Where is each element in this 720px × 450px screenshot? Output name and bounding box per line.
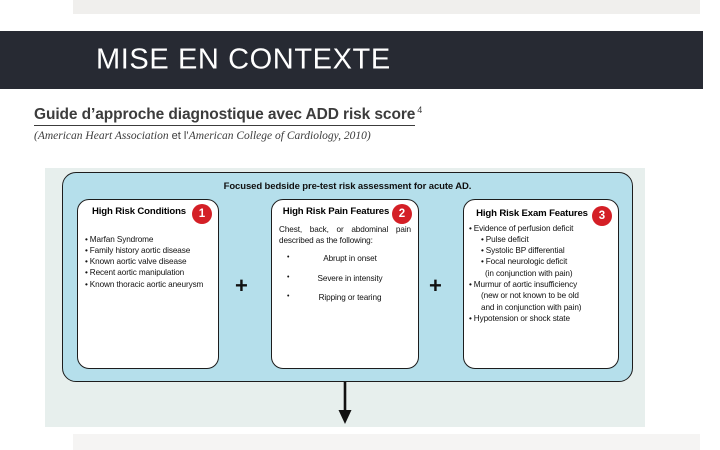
down-arrow-icon (338, 382, 352, 424)
figure-cards-row: 1 High Risk Conditions Marfan Syndrome F… (63, 199, 632, 377)
list-item: Pulse deficit (469, 234, 613, 245)
heading-footnote-marker: 4 (417, 105, 423, 115)
list-item-note: (new or not known to be old (481, 291, 579, 301)
figure-container: Focused bedside pre-test risk assessment… (45, 168, 645, 427)
card-high-risk-conditions: 1 High Risk Conditions Marfan Syndrome F… (77, 199, 219, 369)
section-heading: Guide d’approche diagnostique avec ADD r… (34, 105, 423, 127)
card-body-3: Evidence of perfusion deficit Pulse defi… (464, 223, 618, 325)
card-high-risk-exam-features: 3 High Risk Exam Features Evidence of pe… (463, 199, 619, 369)
card-body-1: Marfan Syndrome Family history aortic di… (78, 234, 218, 291)
operator-plus-1: + (235, 273, 248, 298)
card-badge-1: 1 (192, 204, 212, 224)
subheading-part-3: American College of Cardiology, 2010) (188, 130, 371, 143)
page-title: MISE EN CONTEXTE (96, 43, 391, 76)
card-title-1: High Risk Conditions (91, 206, 186, 217)
figure-blue-panel: Focused bedside pre-test risk assessment… (62, 172, 633, 382)
list-item: Systolic BP differential (469, 245, 613, 256)
operator-plus-2: + (429, 273, 442, 298)
list-item: Hypotension or shock state (469, 313, 613, 324)
list-item: Focal neurologic deficit (469, 256, 613, 267)
list-item-note: and in conjunction with pain) (481, 302, 582, 312)
card-title-2: High Risk Pain Features (282, 206, 390, 217)
card-high-risk-pain-features: 2 High Risk Pain Features Chest, back, o… (271, 199, 419, 369)
figure-caption: Focused bedside pre-test risk assessment… (223, 181, 472, 192)
list-item: Recent aortic manipulation (85, 267, 213, 278)
section-subheading: (American Heart Association et l’America… (34, 130, 694, 142)
list-item: Marfan Syndrome (85, 234, 213, 245)
list-item: Abrupt in onset (279, 253, 411, 264)
card-body-2: Chest, back, or abdominal pain described… (272, 224, 418, 304)
card-intro-text: Chest, back, or abdominal pain described… (279, 224, 411, 246)
slide-title-banner: MISE EN CONTEXTE (0, 31, 703, 89)
list-item: Severe in intensity (279, 273, 411, 284)
section-heading-text: Guide d’approche diagnostique avec ADD r… (34, 106, 415, 127)
page-top-strip (73, 0, 700, 14)
list-item-note: (in conjunction with pain) (485, 268, 573, 278)
list-item: Evidence of perfusion deficit (469, 223, 613, 234)
subheading-part-1: (American Heart Association (34, 130, 169, 143)
list-item: Ripping or tearing (279, 292, 411, 303)
card-badge-2: 2 (392, 204, 412, 224)
list-item: Known thoracic aortic aneurysm (85, 279, 213, 290)
list-item: Family history aortic disease (85, 245, 213, 256)
page-bottom-strip (73, 434, 700, 450)
list-item: Murmur of aortic insufficiency (469, 279, 613, 290)
subheading-part-2: et l’ (168, 130, 189, 143)
card-title-3: High Risk Exam Features (476, 208, 588, 219)
list-item: Known aortic valve disease (85, 256, 213, 267)
heading-block: Guide d’approche diagnostique avec ADD r… (34, 105, 694, 142)
card-badge-3: 3 (592, 206, 612, 226)
